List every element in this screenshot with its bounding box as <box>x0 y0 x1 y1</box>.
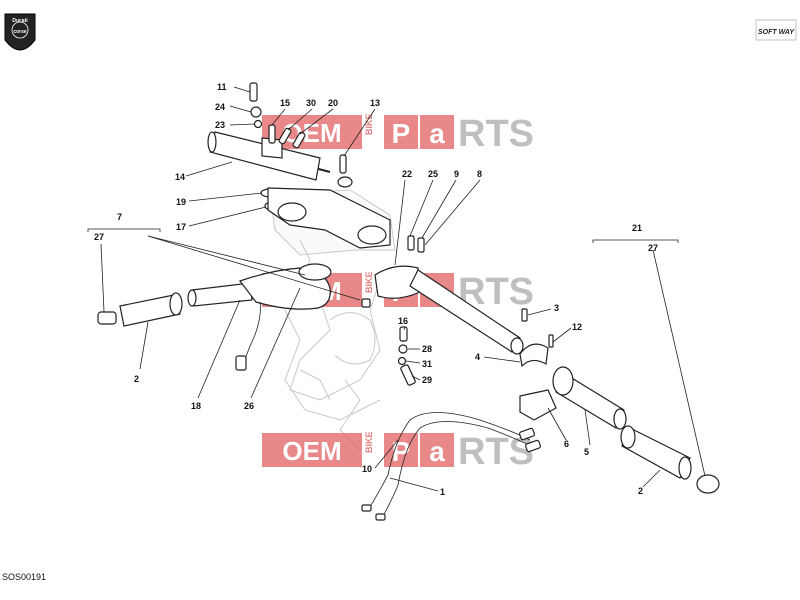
watermark-rts: RTS <box>458 113 534 155</box>
watermark-oem: OEM <box>282 436 341 466</box>
watermark-p: P <box>392 118 411 149</box>
callout-3: 3 <box>554 303 559 313</box>
watermark-bottom: OEM BIKE P a RTS <box>262 431 534 473</box>
steering-damper <box>207 131 353 188</box>
soft-way-logo: SOFT WAY <box>755 19 797 41</box>
group-brackets <box>87 228 679 243</box>
callout-17: 17 <box>176 222 186 232</box>
watermark-top: OEM BIKE P a RTS <box>262 113 534 155</box>
callout-11: 11 <box>217 82 227 92</box>
callout-labels: 11 24 23 15 30 20 13 14 19 17 22 25 9 8 … <box>94 82 658 497</box>
diagram-code: SOS00191 <box>2 572 46 582</box>
callout-6: 6 <box>564 439 569 449</box>
callout-2-right: 2 <box>638 486 643 496</box>
callout-16: 16 <box>398 316 408 326</box>
callout-12: 12 <box>572 322 582 332</box>
left-handlebar <box>187 263 332 371</box>
callout-21: 21 <box>632 223 642 233</box>
callout-26: 26 <box>244 401 254 411</box>
callout-28: 28 <box>422 344 432 354</box>
callout-13: 13 <box>370 98 380 108</box>
callout-20: 20 <box>328 98 338 108</box>
callout-7: 7 <box>117 212 122 222</box>
ducati-corse-logo: Ducati corse <box>4 13 36 51</box>
callout-10: 10 <box>362 464 372 474</box>
callout-18: 18 <box>191 401 201 411</box>
callout-25: 25 <box>428 169 438 179</box>
watermark-a: a <box>429 118 445 149</box>
throttle-sleeve <box>552 366 627 430</box>
logo-text-corse: corse <box>13 29 27 35</box>
callout-29: 29 <box>422 375 432 385</box>
watermark-a: a <box>429 436 445 467</box>
callout-1: 1 <box>440 487 445 497</box>
logo-text-ducati: Ducati <box>12 18 28 24</box>
callout-27-right: 27 <box>648 243 658 253</box>
watermark-p: P <box>392 436 411 467</box>
right-grip <box>620 425 720 494</box>
callout-9: 9 <box>454 169 459 179</box>
throttle-cables <box>361 412 541 521</box>
callout-27-left: 27 <box>94 232 104 242</box>
watermark-bike: BIKE <box>364 431 374 453</box>
callout-4: 4 <box>475 352 480 362</box>
callout-23: 23 <box>215 120 225 130</box>
callout-19: 19 <box>176 197 186 207</box>
right-handlebar <box>361 235 524 355</box>
callout-22: 22 <box>402 169 412 179</box>
callout-15: 15 <box>280 98 290 108</box>
clamp-fasteners <box>397 326 416 386</box>
callout-14: 14 <box>175 172 185 182</box>
throttle-housing <box>519 308 557 421</box>
callout-30: 30 <box>306 98 316 108</box>
leader-lines <box>100 86 706 492</box>
callout-31: 31 <box>422 359 432 369</box>
soft-way-text: SOFT WAY <box>758 29 795 36</box>
callout-8: 8 <box>477 169 482 179</box>
upper-hardware <box>249 82 347 174</box>
callout-2-left: 2 <box>134 374 139 384</box>
watermark-bike: BIKE <box>364 113 374 135</box>
callout-24: 24 <box>215 102 225 112</box>
watermark-bike: BIKE <box>364 271 374 293</box>
callout-5: 5 <box>584 447 589 457</box>
watermark-oem: OEM <box>282 118 341 148</box>
top-triple-clamp <box>267 187 391 249</box>
left-grip <box>97 292 183 327</box>
